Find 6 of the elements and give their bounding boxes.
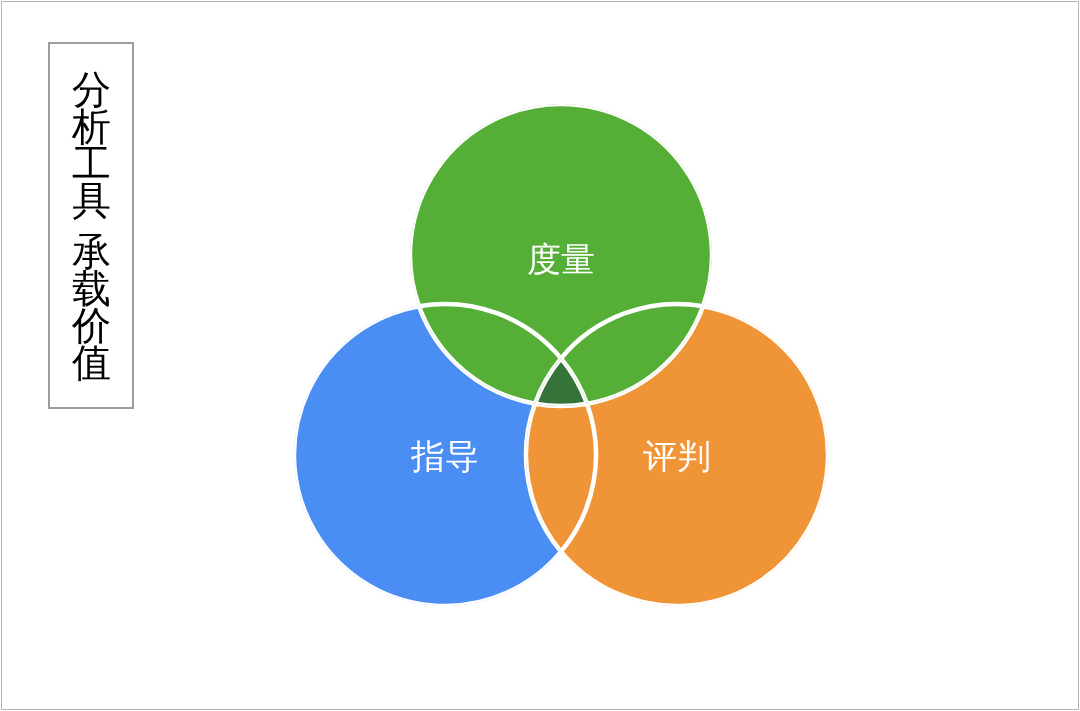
circle-label: 指导 [411,438,479,476]
vertical-label: 分析工具 [71,70,111,219]
circle-label: 评判 [643,438,711,476]
circle-label: 度量 [527,241,595,279]
vertical-label: 承载价值 [71,232,111,381]
title-box [48,42,134,409]
